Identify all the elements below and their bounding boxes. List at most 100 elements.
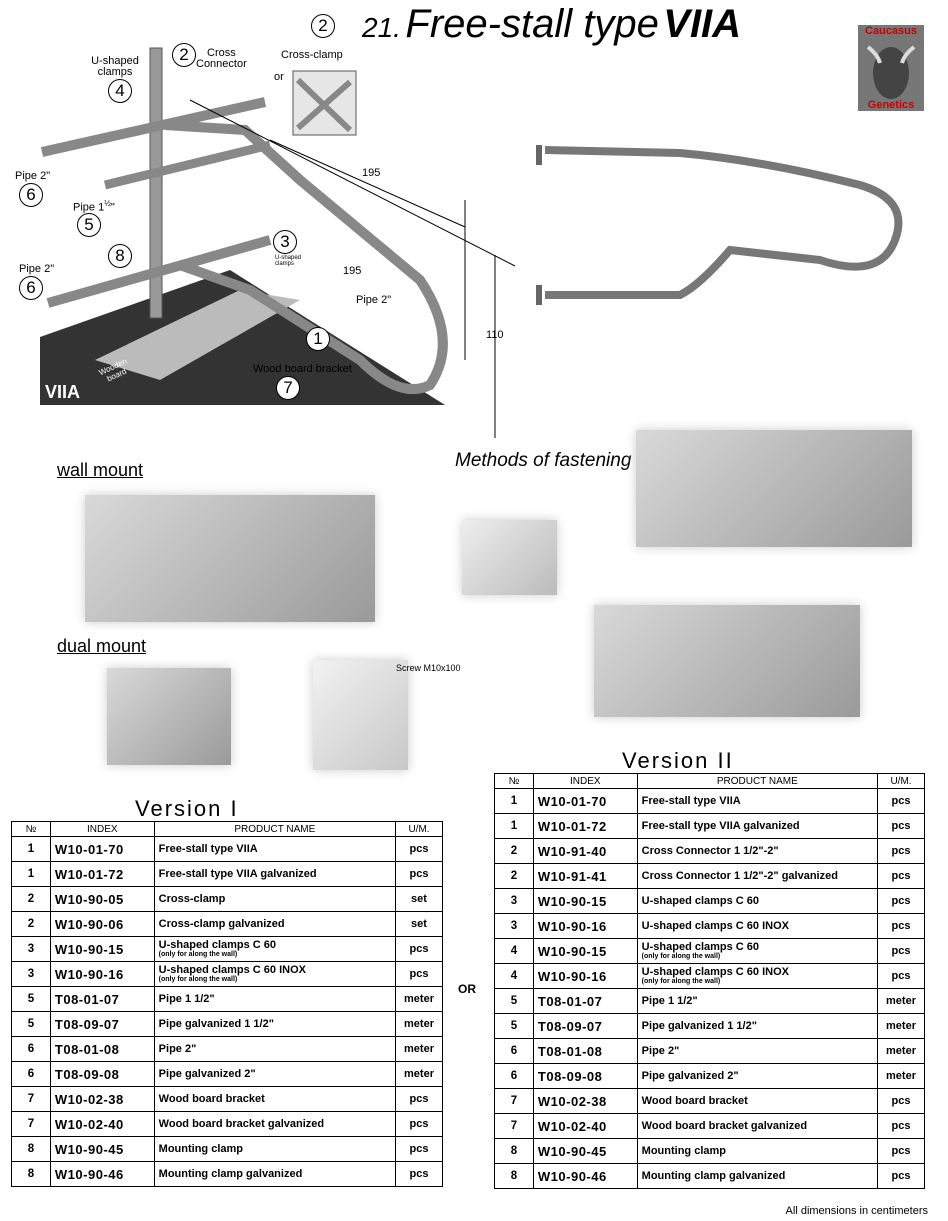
header-index: INDEX: [532, 773, 638, 789]
row-index: W10-01-72: [532, 813, 638, 839]
dual-mount-render: [594, 605, 860, 717]
row-number: 7: [11, 1111, 51, 1137]
page-title: 21. Free-stall type VIIA: [362, 2, 741, 47]
pipe-mid: [103, 140, 272, 190]
dual-mount-heading: dual mount: [57, 636, 147, 656]
label-u-clamps: U-shaped clamps: [91, 55, 139, 78]
row-unit: pcs: [395, 961, 443, 987]
title-circle: 2: [311, 14, 335, 38]
callout-6b: 6: [19, 276, 43, 300]
row-unit: pcs: [877, 838, 925, 864]
row-index: T08-01-08: [49, 1036, 155, 1062]
dim-line-a: [269, 139, 466, 228]
callout-1: 1: [306, 327, 330, 351]
row-unit: pcs: [395, 1086, 443, 1112]
version2-title: Version II: [622, 748, 734, 773]
vertical-post: [149, 47, 163, 319]
row-product-name: Wood board bracket galvanized: [153, 1111, 397, 1137]
row-unit: pcs: [877, 888, 925, 914]
row-product-name: Pipe galvanized 1 1/2": [636, 1013, 879, 1039]
row-unit: pcs: [395, 1136, 443, 1162]
pipe-bottom: [46, 235, 272, 308]
cross-clamp-inset-pipes: [295, 77, 353, 133]
row-index: W10-01-70: [532, 788, 638, 814]
row-product-name: Wood board bracket: [153, 1086, 397, 1112]
label-pipe15-a: Pipe 1: [73, 201, 105, 214]
row-index: W10-90-15: [532, 938, 638, 964]
methods-heading: Methods of fastening: [455, 450, 632, 471]
row-note: (only for along the wall): [158, 951, 238, 958]
cross-clamp-photo: [313, 660, 408, 770]
row-product-name: Pipe galvanized 2": [636, 1063, 879, 1089]
row-note: (only for along the wall): [158, 976, 238, 983]
wall-mount-photo: [85, 495, 375, 622]
row-number: 1: [11, 836, 51, 862]
row-index: T08-01-07: [532, 988, 638, 1014]
row-index: W10-02-40: [532, 1113, 638, 1139]
row-product-name: Free-stall type VIIA: [153, 836, 397, 862]
row-product-name: U-shaped clamps C 60(only for along the …: [153, 936, 397, 962]
row-unit: pcs: [395, 1111, 443, 1137]
row-number: 5: [11, 986, 51, 1012]
dual-mount-photo: [107, 668, 231, 765]
label-or: or: [274, 71, 284, 83]
row-index: W10-02-38: [49, 1086, 155, 1112]
label-cross-clamp: Cross-clamp: [281, 49, 343, 61]
label-pipe2-top: Pipe 2": [15, 170, 51, 182]
row-number: 2: [494, 863, 534, 889]
row-number: 8: [494, 1138, 534, 1164]
row-index: W10-91-41: [532, 863, 638, 889]
row-number: 5: [494, 988, 534, 1014]
label-pipe2-bottom: Pipe 2": [19, 263, 55, 275]
row-product-name: Cross-clamp galvanized: [153, 911, 397, 937]
row-unit: pcs: [877, 788, 925, 814]
stall-loop: [164, 120, 448, 395]
row-product-name: Cross Connector 1 1/2"-2" galvanized: [636, 863, 879, 889]
row-product-name: Pipe galvanized 1 1/2": [153, 1011, 397, 1037]
row-unit: pcs: [877, 1113, 925, 1139]
row-product-name: Pipe 1 1/2": [636, 988, 879, 1014]
row-number: 4: [494, 938, 534, 964]
row-unit: pcs: [877, 1138, 925, 1164]
side-view-flange-top: [536, 145, 542, 165]
row-unit: pcs: [395, 861, 443, 887]
label-pipe15: Pipe 1½": [73, 199, 115, 214]
row-index: W10-91-40: [532, 838, 638, 864]
callout-2: 2: [172, 43, 196, 67]
row-number: 6: [494, 1063, 534, 1089]
row-product-name: Mounting clamp: [153, 1136, 397, 1162]
dimension-110: 110: [486, 329, 504, 341]
row-number: 8: [11, 1136, 51, 1162]
title-number: 21.: [362, 12, 401, 43]
row-number: 3: [494, 913, 534, 939]
row-index: W10-90-45: [532, 1138, 638, 1164]
row-product-name: Mounting clamp: [636, 1138, 879, 1164]
dim-line-b: [189, 99, 516, 267]
row-index: T08-01-08: [532, 1038, 638, 1064]
row-product-name: Wood board bracket galvanized: [636, 1113, 879, 1139]
row-unit: meter: [877, 1013, 925, 1039]
row-unit: meter: [395, 1036, 443, 1062]
label-pipe2-right: Pipe 2": [356, 294, 392, 306]
row-index: T08-09-07: [532, 1013, 638, 1039]
row-unit: pcs: [877, 913, 925, 939]
row-number: 2: [11, 886, 51, 912]
header-index: INDEX: [49, 821, 155, 837]
version2-header-row: № INDEX PRODUCT NAME U/M.: [494, 773, 925, 789]
